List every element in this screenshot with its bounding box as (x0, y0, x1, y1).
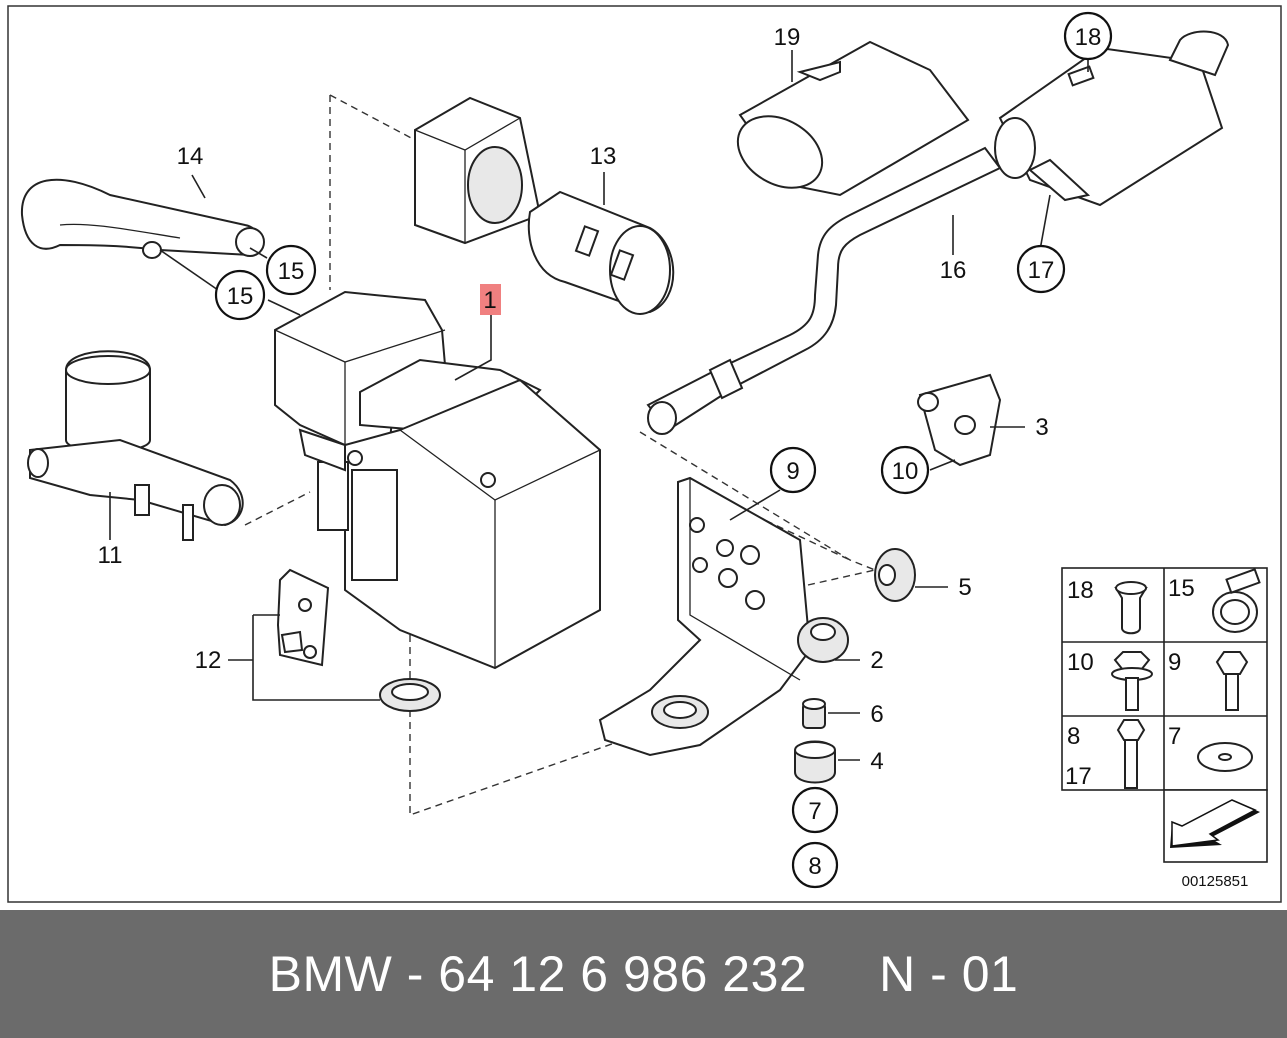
callout-15b: 15 (227, 283, 254, 310)
parts-diagram: 1 2 3 4 5 6 7 8 9 10 11 12 13 14 15 15 1… (7, 5, 1282, 903)
mount-part-4 (794, 740, 836, 784)
callout-19: 19 (774, 24, 801, 51)
callout-7: 7 (808, 798, 821, 825)
legend-15: 15 (1168, 575, 1195, 602)
callout-11: 11 (98, 542, 123, 569)
callout-1: 1 (483, 287, 496, 314)
callout-18: 18 (1075, 24, 1102, 51)
callout-9: 9 (786, 458, 799, 485)
callout-labels: 1 2 3 4 5 6 7 8 9 10 11 12 13 14 15 15 1… (98, 11, 1113, 889)
mounting-bracket-part-2 (598, 476, 849, 757)
silencer-part-17 (994, 30, 1230, 207)
callout-2: 2 (870, 647, 883, 674)
bracket-part-12 (276, 568, 330, 667)
grommet-part-5 (874, 548, 916, 602)
fastener-legend: 18 15 10 9 8 17 7 (1061, 567, 1268, 863)
callout-13: 13 (590, 143, 617, 170)
legend-9: 9 (1168, 649, 1181, 676)
callout-17: 17 (1028, 257, 1055, 284)
footer-bar: BMW - 64 12 6 986 232 N - 01 (0, 910, 1287, 1038)
flange-bolt-icon (1111, 651, 1153, 711)
callout-circle-17 (1016, 244, 1066, 294)
hex-bolt-icon (1215, 651, 1249, 711)
exhaust-pipe-part-16 (646, 146, 1002, 435)
callout-5: 5 (958, 574, 971, 601)
heater-part-1 (274, 290, 601, 670)
legend-17: 17 (1065, 763, 1092, 790)
nut-icon (1114, 581, 1148, 635)
callout-12: 12 (195, 647, 222, 674)
callout-circle-15b (214, 269, 266, 321)
drawing-number: 00125851 (1182, 873, 1249, 890)
callout-circle-10 (880, 445, 930, 495)
legend-8: 8 (1067, 723, 1080, 750)
callout-6: 6 (870, 701, 883, 728)
hose-clamp-icon (1212, 568, 1261, 633)
callout-circle-8 (791, 841, 839, 889)
bracket-block (414, 96, 542, 245)
legend-18: 18 (1067, 577, 1094, 604)
washer-icon (1197, 742, 1253, 772)
diagram-frame (7, 5, 1282, 903)
callout-circle-15a (265, 244, 317, 296)
callout-4: 4 (870, 748, 883, 775)
tailpipe-part-19 (736, 40, 970, 197)
part-number-caption: BMW - 64 12 6 986 232 N - 01 (268, 946, 1019, 1002)
callout-14: 14 (177, 143, 204, 170)
long-bolt-icon (1116, 719, 1146, 789)
hose-part-14 (20, 178, 265, 259)
callout-16: 16 (940, 257, 967, 284)
callout-8: 8 (808, 853, 821, 880)
callout-3: 3 (1035, 414, 1048, 441)
water-pump-part-11 (27, 350, 244, 541)
bracket-part-3 (917, 373, 1002, 467)
callout-circle-18 (1063, 11, 1113, 61)
highlight-part-1 (480, 284, 501, 315)
callout-circle-7 (791, 786, 839, 834)
legend-10: 10 (1067, 649, 1094, 676)
spacer-part-6 (802, 698, 826, 729)
callout-10: 10 (892, 458, 919, 485)
diagram-svg: 1 2 3 4 5 6 7 8 9 10 11 12 13 14 15 15 1… (7, 5, 1282, 903)
leader-lines (109, 50, 1089, 761)
direction-arrow-icon (1170, 799, 1260, 848)
legend-7: 7 (1168, 723, 1181, 750)
pump-part-13 (527, 190, 675, 315)
callout-15a: 15 (278, 258, 305, 285)
grommet-under-heater (379, 678, 441, 712)
callout-circle-9 (769, 446, 817, 494)
